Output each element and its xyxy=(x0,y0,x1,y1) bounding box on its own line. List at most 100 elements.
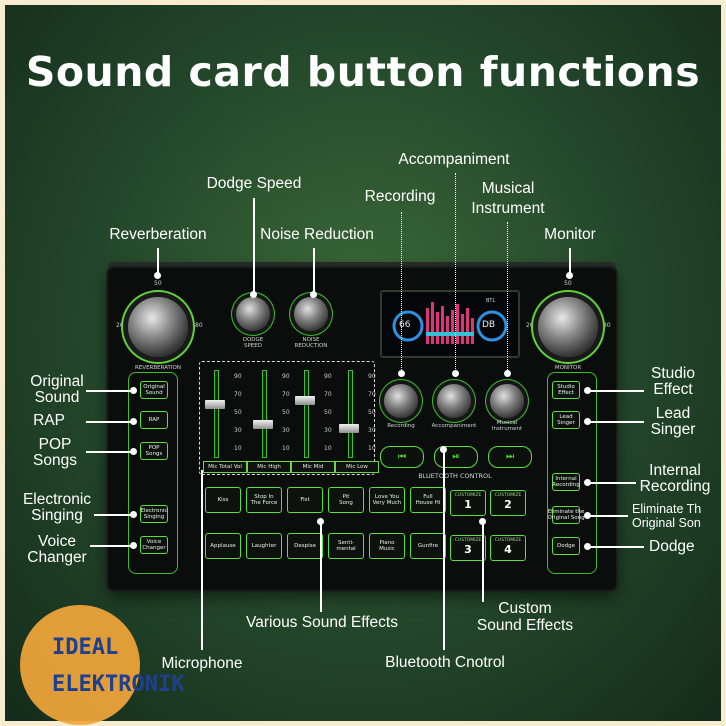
label-pop-songs: POP Songs xyxy=(33,436,77,469)
monitor-knob[interactable] xyxy=(538,297,598,357)
fader-tick-label: 70 xyxy=(234,391,242,398)
label-rap: RAP xyxy=(33,412,65,429)
leader-dot-dodge-speed xyxy=(250,291,257,298)
sound-effect-button[interactable]: Stop In The Force xyxy=(246,487,282,513)
fader-cap[interactable] xyxy=(205,400,225,409)
leader-various-effects xyxy=(320,520,322,612)
leader-studio-effect xyxy=(588,390,644,392)
leader-dot-bluetooth xyxy=(440,446,447,453)
previous-track-button[interactable]: ⏮ xyxy=(380,446,424,468)
fader-tick-label: 10 xyxy=(324,445,332,452)
leader-dot-custom-effects xyxy=(479,518,486,525)
label-original-sound: Original Sound xyxy=(30,373,84,406)
fader-cap[interactable] xyxy=(295,396,315,405)
right-button-column xyxy=(547,372,597,574)
sound-effect-button[interactable]: Despise xyxy=(287,533,323,559)
fader-tick-label: 30 xyxy=(234,427,242,434)
scale-left-left: 20 xyxy=(116,322,124,329)
sound-effect-button[interactable]: Kiss xyxy=(205,487,241,513)
fader-section-highlight xyxy=(199,361,375,475)
leader-rap xyxy=(86,421,136,423)
fader-tick-label: 70 xyxy=(324,391,332,398)
leader-lead-singer xyxy=(588,421,644,423)
sound-effect-button[interactable]: Laughter xyxy=(246,533,282,559)
leader-dot-monitor xyxy=(566,272,573,279)
fader-tick-label: 50 xyxy=(368,409,376,416)
label-internal-recording: Internal Recording xyxy=(639,462,711,495)
sound-effect-button[interactable]: Piano Music xyxy=(369,533,405,559)
dodge-speed-knob[interactable] xyxy=(236,297,270,331)
right-function-button[interactable]: Eliminate the Original Song xyxy=(547,506,585,524)
fader-tick-label: 70 xyxy=(368,391,376,398)
right-function-button[interactable]: Studio Effect xyxy=(552,381,580,399)
custom-number: 1 xyxy=(464,498,472,511)
sound-effect-button[interactable]: Full House Hi xyxy=(410,487,446,513)
leader-accompaniment xyxy=(455,173,456,373)
fader-tick-label: 50 xyxy=(234,409,242,416)
fader-label: Mic Total Vol xyxy=(203,461,247,473)
left-function-button[interactable]: Original Sound xyxy=(140,381,168,399)
label-eliminate-original-song: Eliminate Th Original Son xyxy=(632,502,702,530)
fader-tick-label: 50 xyxy=(324,409,332,416)
label-recording: Recording xyxy=(364,188,436,205)
leader-dot-rap xyxy=(130,418,137,425)
screen-tag: BTL xyxy=(486,298,496,304)
leader-dot-original-sound xyxy=(130,387,137,394)
reverberation-knob-label: REVERBERATION xyxy=(135,365,181,371)
reverberation-knob[interactable] xyxy=(128,297,188,357)
noise-reduction-knob[interactable] xyxy=(294,297,328,331)
left-function-button[interactable]: RAP xyxy=(140,411,168,429)
leader-voice-changer xyxy=(90,545,136,547)
sound-effect-button[interactable]: Love You Very Much xyxy=(369,487,405,513)
next-track-button[interactable]: ⏭ xyxy=(488,446,532,468)
sound-effect-button[interactable]: Senti- mental xyxy=(328,533,364,559)
right-function-button[interactable]: Dodge xyxy=(552,537,580,555)
leader-dot-pop-songs xyxy=(130,448,137,455)
bluetooth-control-label: BLUETOOTH CONTROL xyxy=(418,472,492,480)
leader-internal-recording xyxy=(588,482,636,484)
left-function-button[interactable]: POP Songs xyxy=(140,442,168,460)
scale-top-left: 50 xyxy=(154,280,162,287)
scale-left-right: 20 xyxy=(526,322,534,329)
recording-knob[interactable] xyxy=(384,384,418,418)
leader-dot-studio-effect xyxy=(584,387,591,394)
accompaniment-knob[interactable] xyxy=(437,384,471,418)
fader-cap[interactable] xyxy=(339,424,359,433)
page-title: Sound card button functions xyxy=(25,48,701,96)
label-various-sound-effects: Various Sound Effects xyxy=(246,614,398,631)
label-accompaniment: Accompaniment xyxy=(398,151,510,168)
musical-instrument-knob[interactable] xyxy=(490,384,524,418)
sound-effect-button[interactable]: Pit Song xyxy=(328,487,364,513)
leader-dot-eliminate xyxy=(584,512,591,519)
screen-left-value: 66 xyxy=(399,320,411,330)
fader-tick-label: 90 xyxy=(368,373,376,380)
screen-right-value: DB xyxy=(482,320,496,330)
sound-effect-button[interactable]: Fist xyxy=(287,487,323,513)
leader-dot-lead-singer xyxy=(584,418,591,425)
left-function-button[interactable]: Voice Changer xyxy=(140,536,168,554)
fader-cap[interactable] xyxy=(253,420,273,429)
fader-tick-label: 10 xyxy=(282,445,290,452)
label-monitor: Monitor xyxy=(544,226,596,243)
left-function-button[interactable]: Electronic Singing xyxy=(140,505,168,523)
leader-custom-effects xyxy=(482,520,484,602)
fader-tick-label: 30 xyxy=(368,427,376,434)
sound-effect-button[interactable]: Applause xyxy=(205,533,241,559)
leader-dodge-speed xyxy=(253,198,255,293)
right-function-button[interactable]: Lead Singer xyxy=(552,411,580,429)
leader-dot-recording xyxy=(398,370,405,377)
leader-microphone xyxy=(201,470,203,650)
fader-label: Mic Low xyxy=(335,461,379,473)
leader-dot-electronic-singing xyxy=(130,511,137,518)
watermark-line1: IDEAL xyxy=(52,635,119,660)
fader-tick-label: 90 xyxy=(324,373,332,380)
leader-pop-songs xyxy=(86,451,136,453)
right-function-button[interactable]: Internal Recording xyxy=(552,473,580,491)
leader-dot-voice-changer xyxy=(130,542,137,549)
sound-effect-button[interactable]: Gunfire xyxy=(410,533,446,559)
